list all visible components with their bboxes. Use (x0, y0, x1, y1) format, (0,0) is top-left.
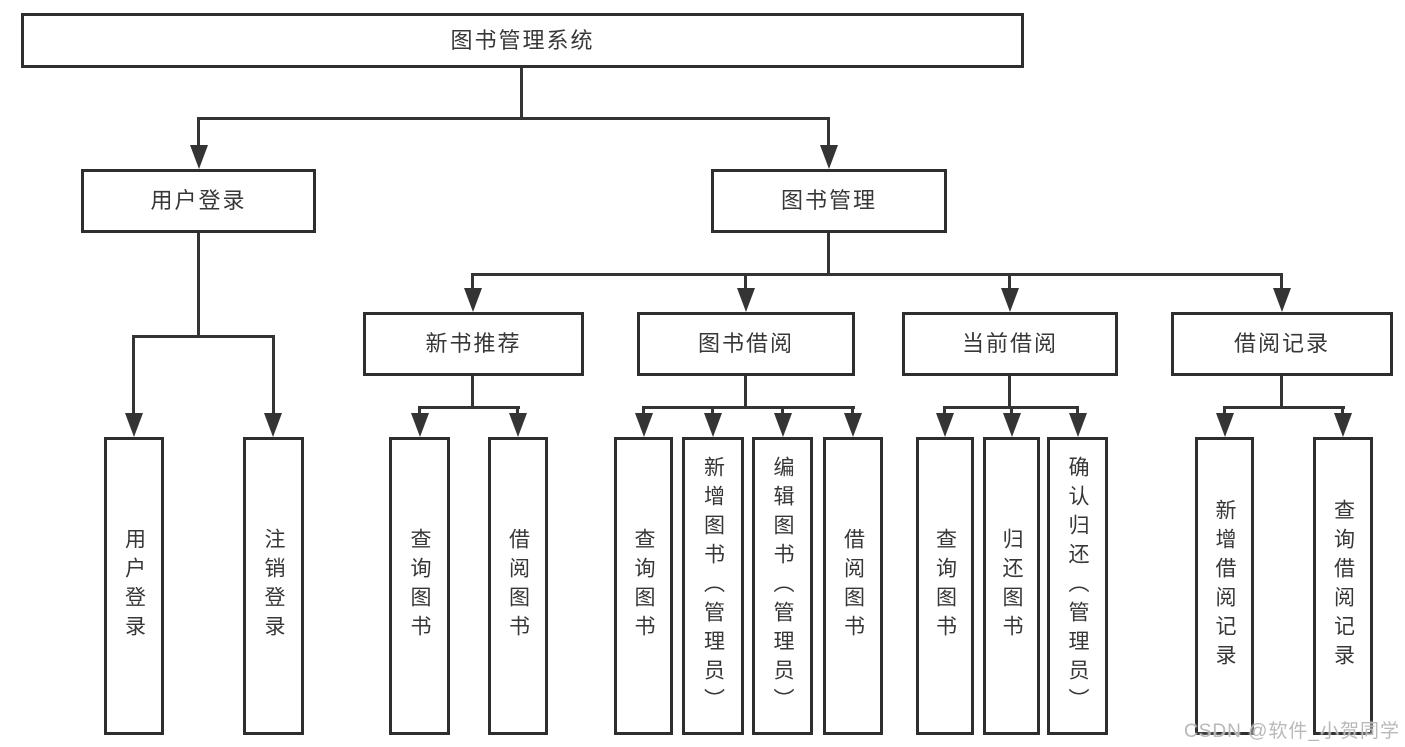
arrow-into-leaf (1216, 413, 1234, 437)
leaf-return-book: 归还图书 (983, 437, 1040, 735)
node-book-borrow: 图书借阅 (637, 312, 855, 376)
node-current-borrow: 当前借阅 (902, 312, 1118, 376)
node-root: 图书管理系统 (21, 13, 1024, 68)
arrow-into-leaf (774, 413, 792, 437)
connector-to-leaf-logout (272, 335, 275, 415)
connector-user-login-bar (132, 335, 275, 338)
arrow-into-leaf (1003, 413, 1021, 437)
arrow-into-new-book (464, 288, 482, 312)
arrow-into-book-management (820, 145, 838, 169)
leaf-user-login: 用户登录 (104, 437, 164, 735)
connector-borrow-records-bar (1223, 406, 1345, 409)
leaf-confirm-return-admin: 确认归还（管理员） (1047, 437, 1108, 735)
leaf-add-book-admin: 新增图书（管理员） (682, 437, 744, 735)
arrow-into-leaf (704, 413, 722, 437)
arrow-into-leaf (509, 413, 527, 437)
connector-to-new-book (471, 273, 474, 291)
arrow-into-leaf (1069, 413, 1087, 437)
arrow-into-user-login (190, 145, 208, 169)
arrow-into-leaf-logout (264, 413, 282, 437)
arrow-into-leaf-user-login (125, 413, 143, 437)
arrow-into-borrow-records (1273, 288, 1291, 312)
connector-level2-bar (197, 117, 830, 120)
connector-leaf (516, 406, 519, 416)
connector-current-borrow-stem (1008, 374, 1011, 409)
connector-to-borrow-records (1280, 273, 1283, 291)
connector-root-stem (520, 66, 523, 120)
csdn-watermark: CSDN @软件_小贺同学 (1184, 721, 1400, 742)
connector-to-book-management (827, 117, 830, 149)
leaf-edit-book-admin: 编辑图书（管理员） (752, 437, 813, 735)
leaf-borrow-books-borrow: 借阅图书 (823, 437, 883, 735)
leaf-query-books-current: 查询图书 (916, 437, 974, 735)
connector-leaf (781, 406, 784, 416)
connector-to-book-borrow (744, 273, 747, 291)
connector-book-borrow-stem (744, 374, 747, 409)
arrow-into-leaf (411, 413, 429, 437)
connector-leaf (418, 406, 421, 416)
connector-book-management-stem (827, 231, 830, 276)
connector-new-book-bar (418, 406, 520, 409)
connector-to-user-login (197, 117, 200, 149)
node-book-management: 图书管理 (711, 169, 947, 233)
connector-to-leaf-user-login (132, 335, 135, 415)
connector-book-borrow-bar (642, 406, 855, 409)
connector-borrow-records-stem (1280, 374, 1283, 409)
connector-leaf (1223, 406, 1226, 416)
connector-leaf (1076, 406, 1079, 416)
connector-leaf (711, 406, 714, 416)
arrow-into-leaf (844, 413, 862, 437)
connector-leaf (943, 406, 946, 416)
connector-to-current-borrow (1008, 273, 1011, 291)
arrow-into-book-borrow (737, 288, 755, 312)
arrow-into-leaf (936, 413, 954, 437)
leaf-add-borrow-record: 新增借阅记录 (1195, 437, 1254, 735)
connector-user-login-stem (197, 231, 200, 338)
connector-leaf (851, 406, 854, 416)
node-user-login: 用户登录 (81, 169, 316, 233)
connector-new-book-stem (471, 374, 474, 409)
arrow-into-leaf (635, 413, 653, 437)
connector-leaf (1341, 406, 1344, 416)
leaf-logout: 注销登录 (243, 437, 304, 735)
arrow-into-current-borrow (1001, 288, 1019, 312)
leaf-query-borrow-record: 查询借阅记录 (1313, 437, 1373, 735)
leaf-query-books-recommend: 查询图书 (389, 437, 450, 735)
node-borrow-records: 借阅记录 (1171, 312, 1393, 376)
connector-leaf (1010, 406, 1013, 416)
connector-leaf (642, 406, 645, 416)
connector-level3-bar (471, 273, 1283, 276)
leaf-query-books-borrow: 查询图书 (614, 437, 673, 735)
arrow-into-leaf (1334, 413, 1352, 437)
node-new-book-recommend: 新书推荐 (363, 312, 584, 376)
leaf-borrow-books-recommend: 借阅图书 (488, 437, 548, 735)
